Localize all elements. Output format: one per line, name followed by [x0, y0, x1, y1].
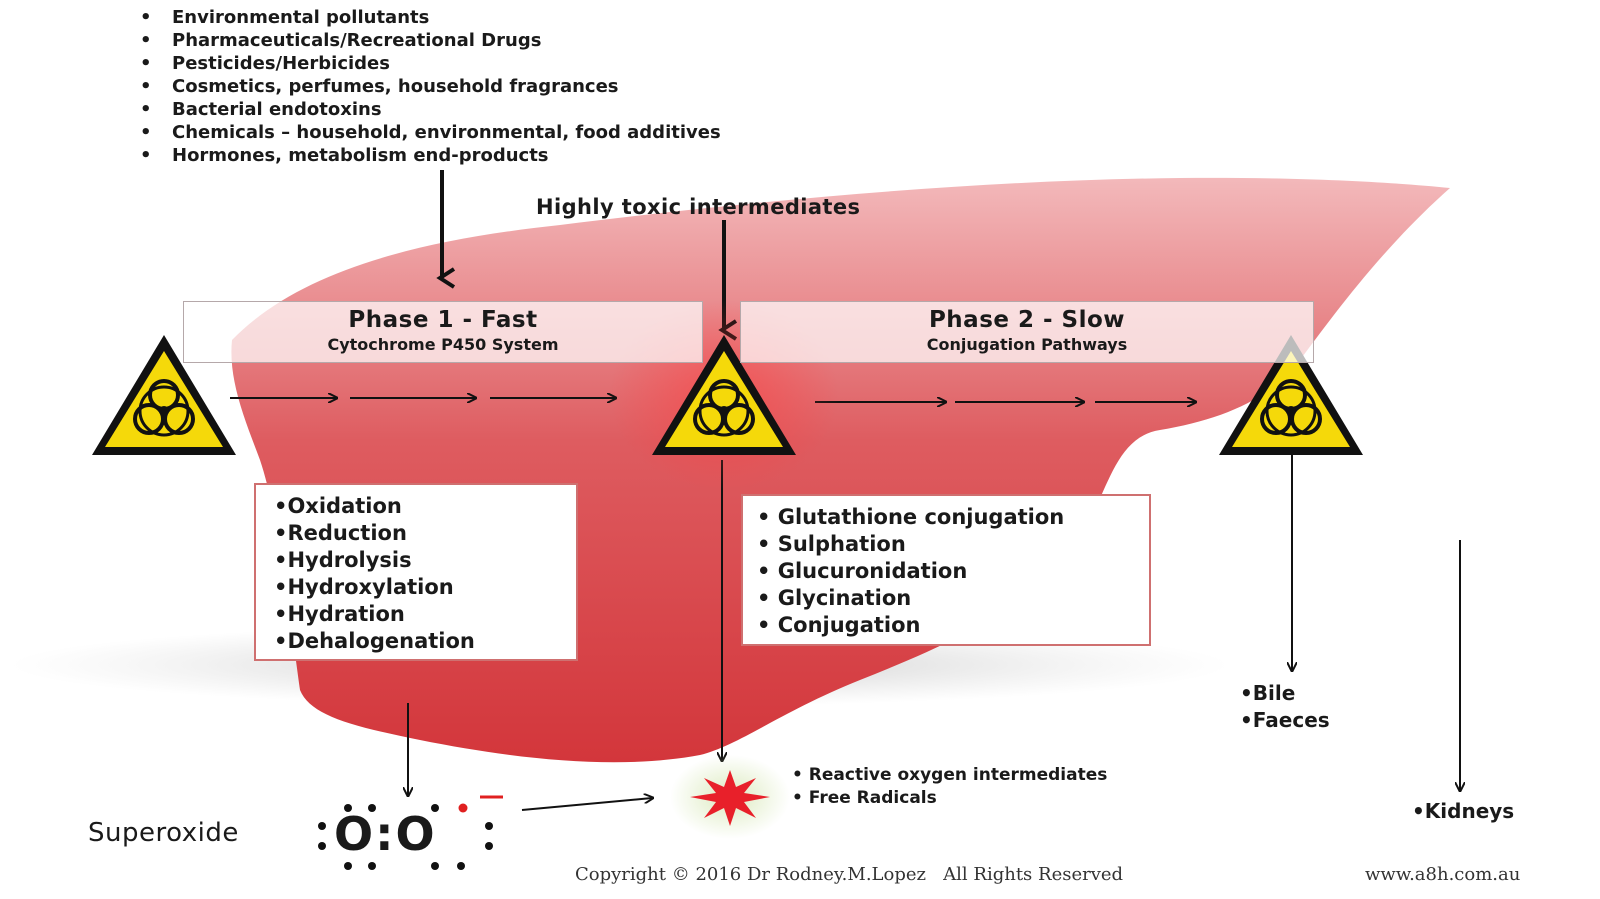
phase2-title: Phase 2 - Slow [928, 307, 1126, 333]
phase2-reaction-item: Sulphation [757, 531, 1149, 558]
radicals-list: • Reactive oxygen intermediates • Free R… [792, 765, 1108, 808]
kidneys-label: Kidneys [1424, 799, 1515, 823]
phase2-subtitle: Conjugation Pathways [926, 335, 1128, 354]
phase1-title: Phase 1 - Fast [348, 307, 538, 333]
website-link[interactable]: www.a8h.com.au [1365, 864, 1521, 885]
phase1-reaction-item: Hydroxylation [274, 574, 576, 601]
kidneys-output: •Kidneys [1412, 799, 1515, 823]
superoxide-to-radical-arrow [521, 798, 652, 811]
superoxide-formula: O:O [334, 807, 437, 861]
starburst-icon [690, 770, 770, 826]
toxin-source-item: Hormones, metabolism end-products [140, 144, 721, 167]
phase1-reaction-item: Oxidation [274, 493, 576, 520]
phase1-header: Phase 1 - Fast Cytochrome P450 System [183, 301, 703, 363]
faeces-label: Faeces [1252, 708, 1330, 732]
radical-item: Reactive oxygen intermediates [808, 765, 1108, 785]
phase1-reactions-box: Oxidation Reduction Hydrolysis Hydroxyla… [254, 483, 578, 661]
intermediates-label: Highly toxic intermediates [536, 195, 861, 219]
toxin-sources-list: Environmental pollutants Pharmaceuticals… [140, 6, 721, 167]
phase1-reaction-item: Reduction [274, 520, 576, 547]
phase2-reaction-item: Conjugation [757, 612, 1149, 639]
phase1-reaction-item: Dehalogenation [274, 628, 576, 655]
toxin-source-item: Pesticides/Herbicides [140, 52, 721, 75]
phase2-reaction-item: Glutathione conjugation [757, 504, 1149, 531]
phase1-reaction-item: Hydrolysis [274, 547, 576, 574]
toxin-source-item: Pharmaceuticals/Recreational Drugs [140, 29, 721, 52]
superoxide-label: Superoxide [88, 818, 239, 848]
toxin-source-item: Cosmetics, perfumes, household fragrance… [140, 75, 721, 98]
phase2-reactions-box: Glutathione conjugation Sulphation Glucu… [741, 494, 1151, 646]
phase2-reaction-item: Glycination [757, 585, 1149, 612]
phase2-header: Phase 2 - Slow Conjugation Pathways [740, 301, 1314, 363]
phase1-subtitle: Cytochrome P450 System [327, 335, 559, 354]
copyright-text: Copyright © 2016 Dr Rodney.M.Lopez All R… [575, 864, 1124, 885]
bile-label: Bile [1252, 681, 1296, 705]
superoxide-electron-dots [318, 803, 493, 870]
bile-faeces-output: •Bile •Faeces [1240, 681, 1330, 732]
phase1-reaction-item: Hydration [274, 601, 576, 628]
toxin-source-item: Chemicals – household, environmental, fo… [140, 121, 721, 144]
toxin-source-item: Environmental pollutants [140, 6, 721, 29]
toxin-source-item: Bacterial endotoxins [140, 98, 721, 121]
liver-shape [231, 177, 1450, 763]
radical-item: Free Radicals [808, 788, 937, 808]
phase2-reaction-item: Glucuronidation [757, 558, 1149, 585]
